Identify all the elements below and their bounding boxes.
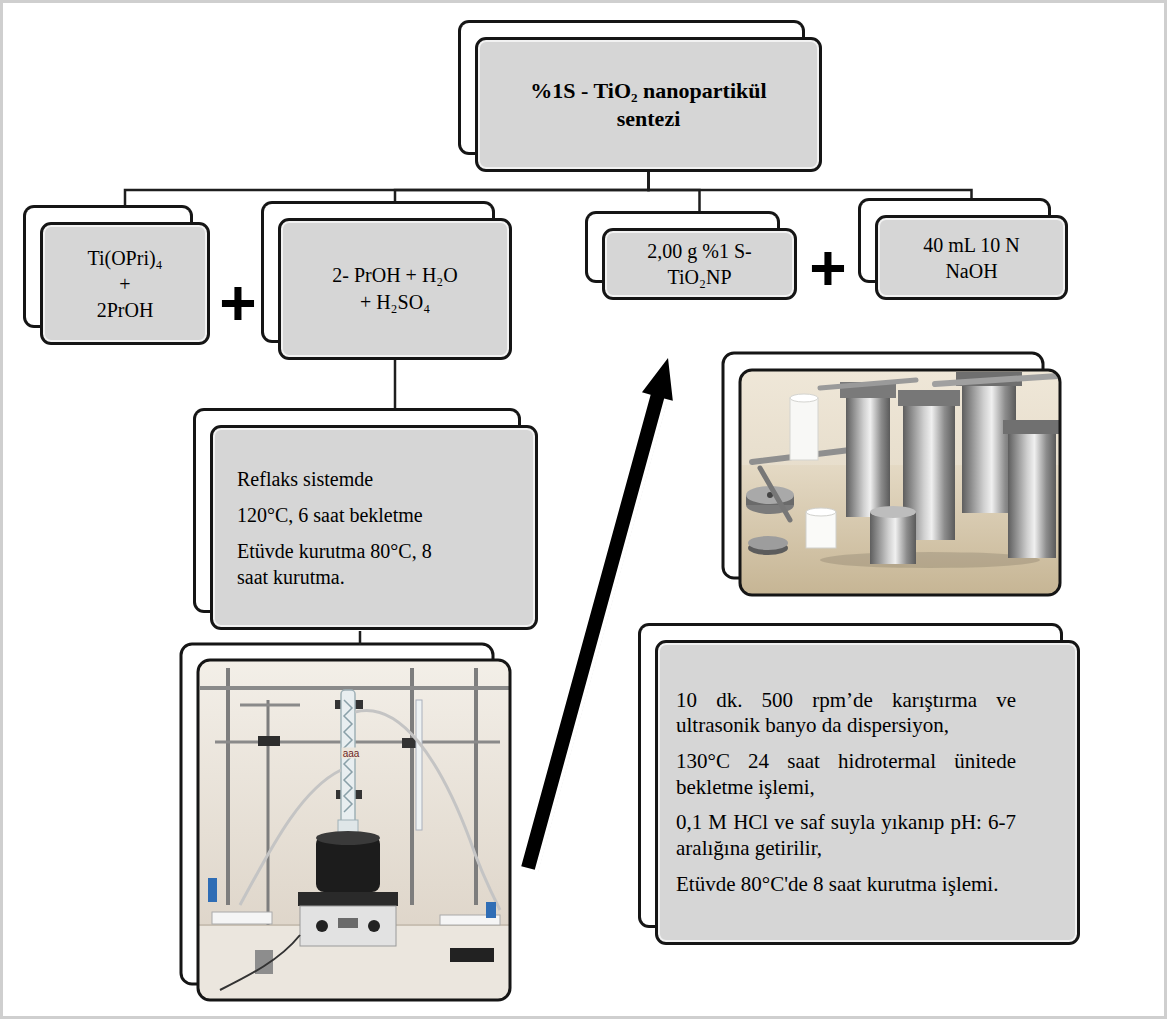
photo-frame <box>198 660 510 1000</box>
box-text: 130°C 24 saat hidrotermal ünitede beklet… <box>676 749 1016 800</box>
autoclave-cap <box>898 390 960 406</box>
stand-base <box>212 912 272 924</box>
arrow-outline <box>521 358 673 870</box>
handle-rod <box>935 376 1058 384</box>
box-text: Ti(OPri)₄ + 2PrOH <box>55 245 195 323</box>
steel-cup-top <box>870 506 916 518</box>
ptfe-liner <box>790 398 818 460</box>
support-rod <box>226 668 230 905</box>
ptfe-lid <box>806 512 836 548</box>
hotplate-top <box>298 892 398 906</box>
photo-border <box>198 660 510 1000</box>
hotplate-knob <box>368 920 380 932</box>
box-text: 40 mL 10 N NaOH <box>916 232 1027 284</box>
table-shadow <box>820 552 1040 568</box>
clamp <box>258 736 280 746</box>
box-text: Reflaks sistemde <box>237 466 449 492</box>
box-text: 120°C, 6 saat bekletme <box>237 502 449 528</box>
box-text: Etüvde kurutma 80°C, 8 saat kurutma. <box>237 538 449 590</box>
connector-line <box>125 172 649 222</box>
process-box: 2- PrOH + H₂O + H₂SO₄ <box>278 218 512 360</box>
support-rod <box>200 686 510 690</box>
process-box: Reflaks sistemde 120°C, 6 saat bekletmeEt… <box>210 425 538 630</box>
bench-tray <box>450 948 494 962</box>
photo-border <box>740 370 1060 595</box>
process-box: 40 mL 10 N NaOH <box>875 215 1068 300</box>
box-text: Etüvde 80°C'de 8 saat kurutma işlemi. <box>676 872 1016 898</box>
steel-cup <box>870 512 916 564</box>
process-box: Ti(OPri)₄ + 2PrOH <box>40 222 210 345</box>
reflux-photo <box>198 660 510 1000</box>
autoclave-body <box>846 392 890 517</box>
support-rod <box>240 704 300 707</box>
box-text: 2,00 g %1 S-TiO₂NP <box>635 238 764 290</box>
autoclave-body <box>962 378 1016 513</box>
plus-sign: + <box>219 271 256 335</box>
box-text: 10 dk. 500 rpm’de karıştırma ve ultrason… <box>676 688 1016 739</box>
process-box: %1S - TiO₂ nanopartikül sentezi <box>475 37 822 172</box>
handle-rod <box>820 380 916 388</box>
process-box: 10 dk. 500 rpm’de karıştırma ve ultrason… <box>655 640 1080 945</box>
box-text: 0,1 M HCl ve saf suyla yıkanıp pH: 6-7 a… <box>676 810 1016 861</box>
connector-line <box>394 360 397 425</box>
support-rod <box>410 668 414 905</box>
support-rod <box>267 700 270 925</box>
block-arrow <box>521 358 673 870</box>
photo-frame <box>740 370 1060 595</box>
connector-line <box>649 172 972 215</box>
hotplate-knob <box>316 920 328 932</box>
box-text: %1S - TiO₂ nanopartikül sentezi <box>518 77 779 132</box>
steel-lid-top <box>748 536 788 550</box>
support-rod <box>215 741 500 744</box>
photo-wall <box>740 370 1060 595</box>
box-text: 2- PrOH + H₂O + H₂SO₄ <box>325 262 465 316</box>
photo-text: aaa <box>342 748 361 759</box>
autoclave-body <box>1008 428 1056 558</box>
blue-part <box>208 878 217 902</box>
autoclave-photo <box>740 370 1060 595</box>
heating-mantle-top <box>316 831 380 845</box>
lab-wall <box>198 660 510 1000</box>
blue-part <box>486 902 496 918</box>
glass-tube <box>416 700 422 830</box>
ptfe-liner-top <box>790 394 818 402</box>
support-rod <box>474 668 478 905</box>
power-cable <box>220 935 300 990</box>
process-box: 2,00 g %1 S-TiO₂NP <box>602 228 797 300</box>
link-line <box>359 631 362 645</box>
ptfe-lid-top <box>806 508 836 516</box>
connector-line <box>395 172 649 218</box>
hotplate <box>300 906 396 946</box>
autoclave-cap <box>1003 420 1060 434</box>
connector-line <box>649 172 700 228</box>
handle-rod <box>760 468 790 520</box>
plus-sign: + <box>809 236 846 300</box>
hotplate-display <box>338 918 358 928</box>
